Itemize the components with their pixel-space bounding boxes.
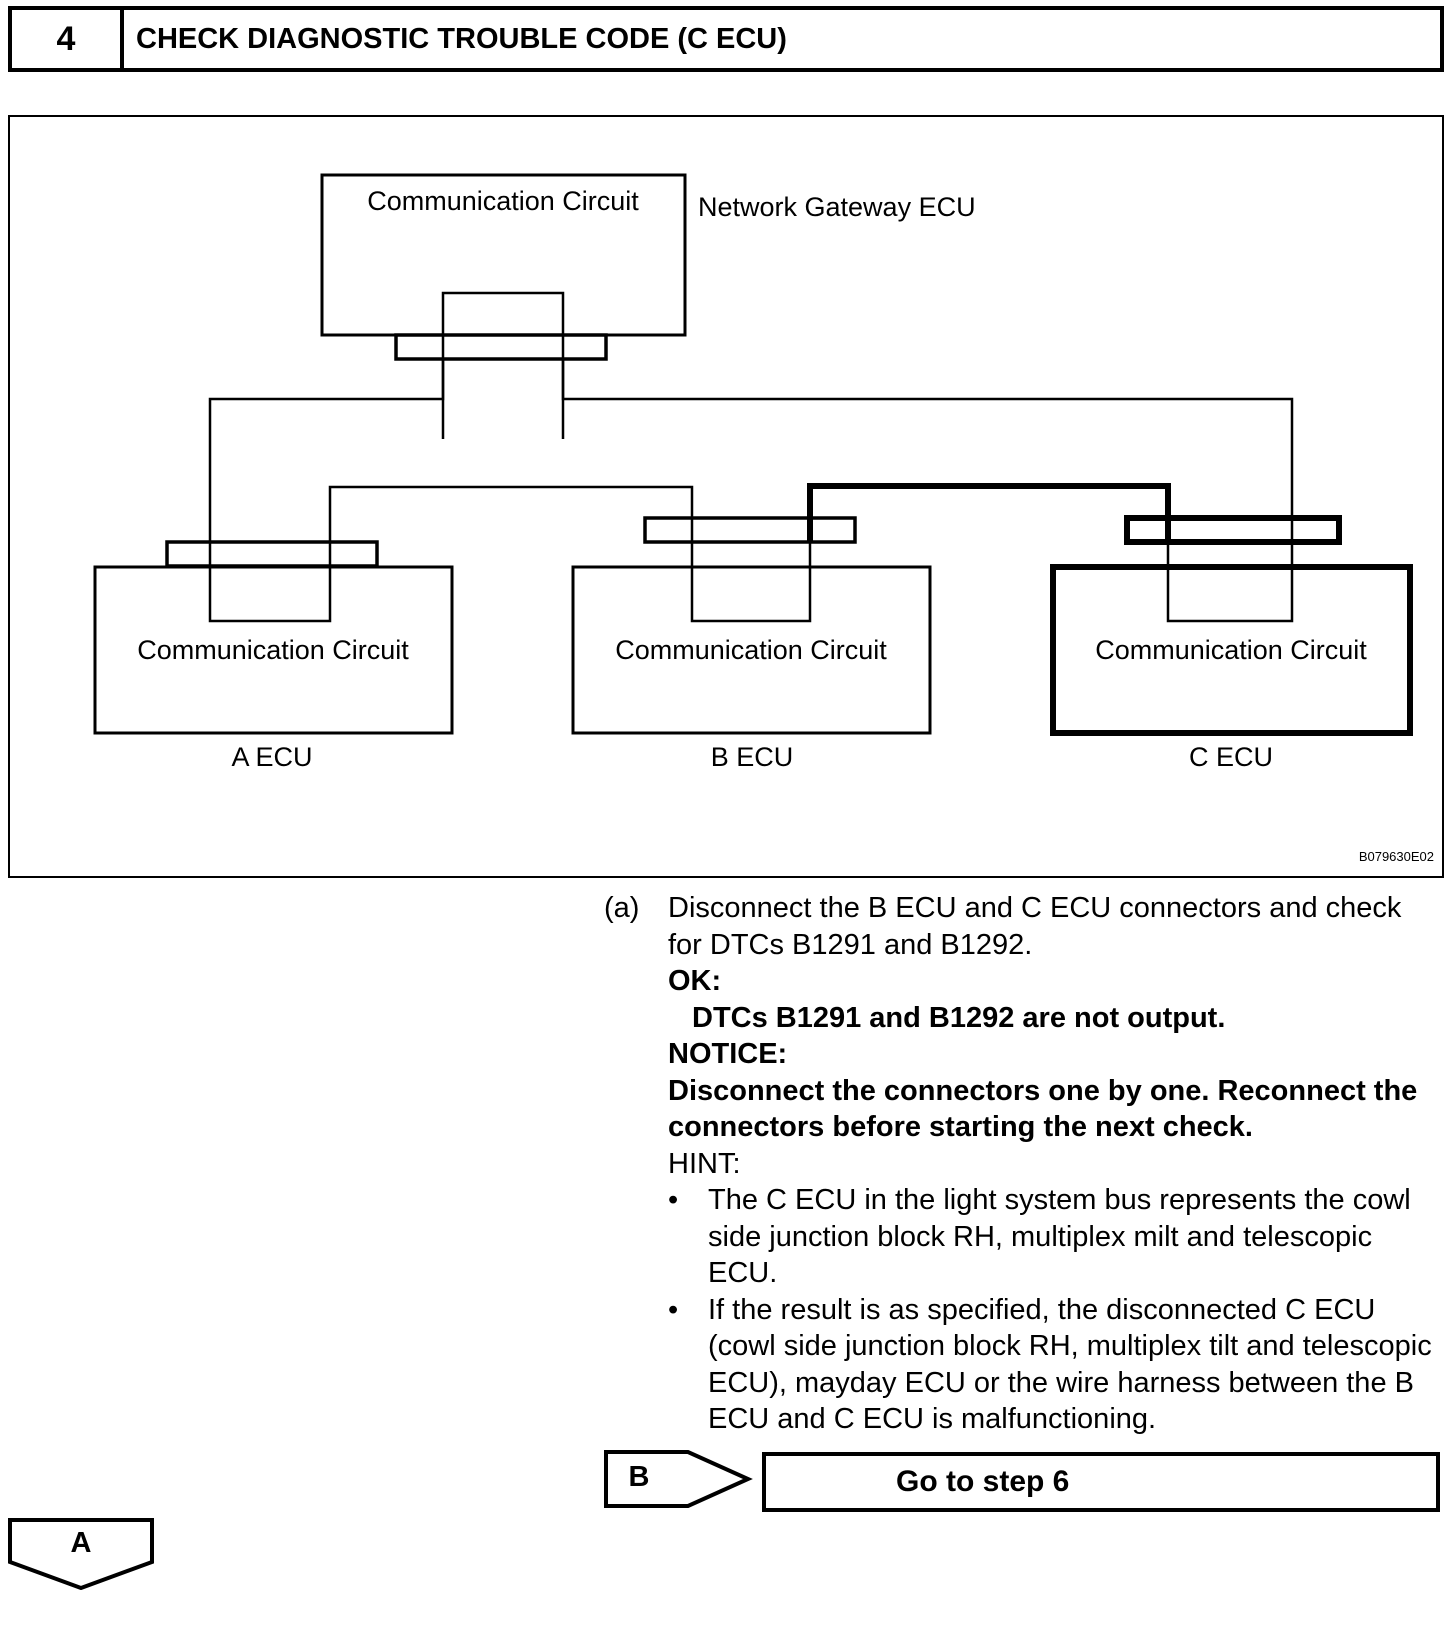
c-ecu-circuit-label: Communication Circuit bbox=[1095, 635, 1367, 665]
bullet-marker: • bbox=[668, 1293, 679, 1326]
step-label: (a) bbox=[604, 892, 640, 924]
hint-item: • The C ECU in the light system bus repr… bbox=[668, 1182, 1434, 1292]
wiring-diagram: Communication Circuit Network Gateway EC… bbox=[8, 115, 1444, 878]
instruction-body: Disconnect the B ECU and C ECU connector… bbox=[668, 890, 1434, 1438]
a-ecu-connector bbox=[165, 540, 379, 568]
step-number: 4 bbox=[12, 10, 124, 68]
c-ecu-connector bbox=[1124, 515, 1342, 545]
diagram-svg: Communication Circuit Network Gateway EC… bbox=[93, 173, 1413, 772]
b-ecu-connector bbox=[643, 516, 857, 544]
b-ecu-box bbox=[571, 565, 932, 735]
wire-gateway-to-c bbox=[561, 359, 1294, 623]
hint-label: HINT: bbox=[668, 1147, 741, 1180]
gateway-connector bbox=[394, 333, 608, 361]
ok-label: OK: bbox=[668, 965, 722, 997]
b-ecu-inner-loop bbox=[690, 542, 812, 623]
instruction-block: (a) Disconnect the B ECU and C ECU conne… bbox=[604, 890, 1434, 1438]
notice-text: Disconnect the connectors one by one. Re… bbox=[668, 1074, 1418, 1144]
gateway-ecu-label: Network Gateway ECU bbox=[698, 192, 976, 222]
b-ecu-circuit-label: Communication Circuit bbox=[615, 635, 887, 665]
a-ecu-circuit-label: Communication Circuit bbox=[137, 635, 409, 665]
gateway-inner-loop bbox=[441, 291, 565, 439]
wire-gateway-to-a bbox=[208, 359, 694, 623]
goto-step-box: Go to step 6 bbox=[762, 1452, 1440, 1512]
step-header: 4 CHECK DIAGNOSTIC TROUBLE CODE (C ECU) bbox=[8, 6, 1444, 72]
instruction-step: (a) Disconnect the B ECU and C ECU conne… bbox=[604, 890, 1434, 1438]
b-ecu-label: B ECU bbox=[711, 742, 794, 772]
step-text: Disconnect the B ECU and C ECU connector… bbox=[668, 892, 1402, 961]
gateway-circuit-label: Communication Circuit bbox=[367, 186, 639, 216]
a-ecu-label: A ECU bbox=[231, 742, 312, 772]
ok-text: DTCs B1291 and B1292 are not output. bbox=[692, 1001, 1226, 1034]
c-ecu-label: C ECU bbox=[1189, 742, 1273, 772]
hint-item: • If the result is as specified, the dis… bbox=[668, 1292, 1434, 1438]
branch-a-label: A bbox=[70, 1526, 92, 1559]
bullet-marker: • bbox=[668, 1184, 679, 1216]
wire-b-to-c bbox=[807, 483, 1171, 542]
branch-b-label: B bbox=[628, 1460, 650, 1493]
branch-b-arrow bbox=[604, 1450, 753, 1508]
hint-text: The C ECU in the light system bus repres… bbox=[708, 1184, 1411, 1289]
figure-id: B079630E02 bbox=[1358, 849, 1434, 864]
branch-a-arrow bbox=[8, 1518, 154, 1590]
notice-label: NOTICE: bbox=[668, 1038, 788, 1070]
hint-text: If the result is as specified, the disco… bbox=[708, 1293, 1432, 1436]
step-title: CHECK DIAGNOSTIC TROUBLE CODE (C ECU) bbox=[136, 22, 787, 55]
c-ecu-box bbox=[1050, 564, 1413, 736]
